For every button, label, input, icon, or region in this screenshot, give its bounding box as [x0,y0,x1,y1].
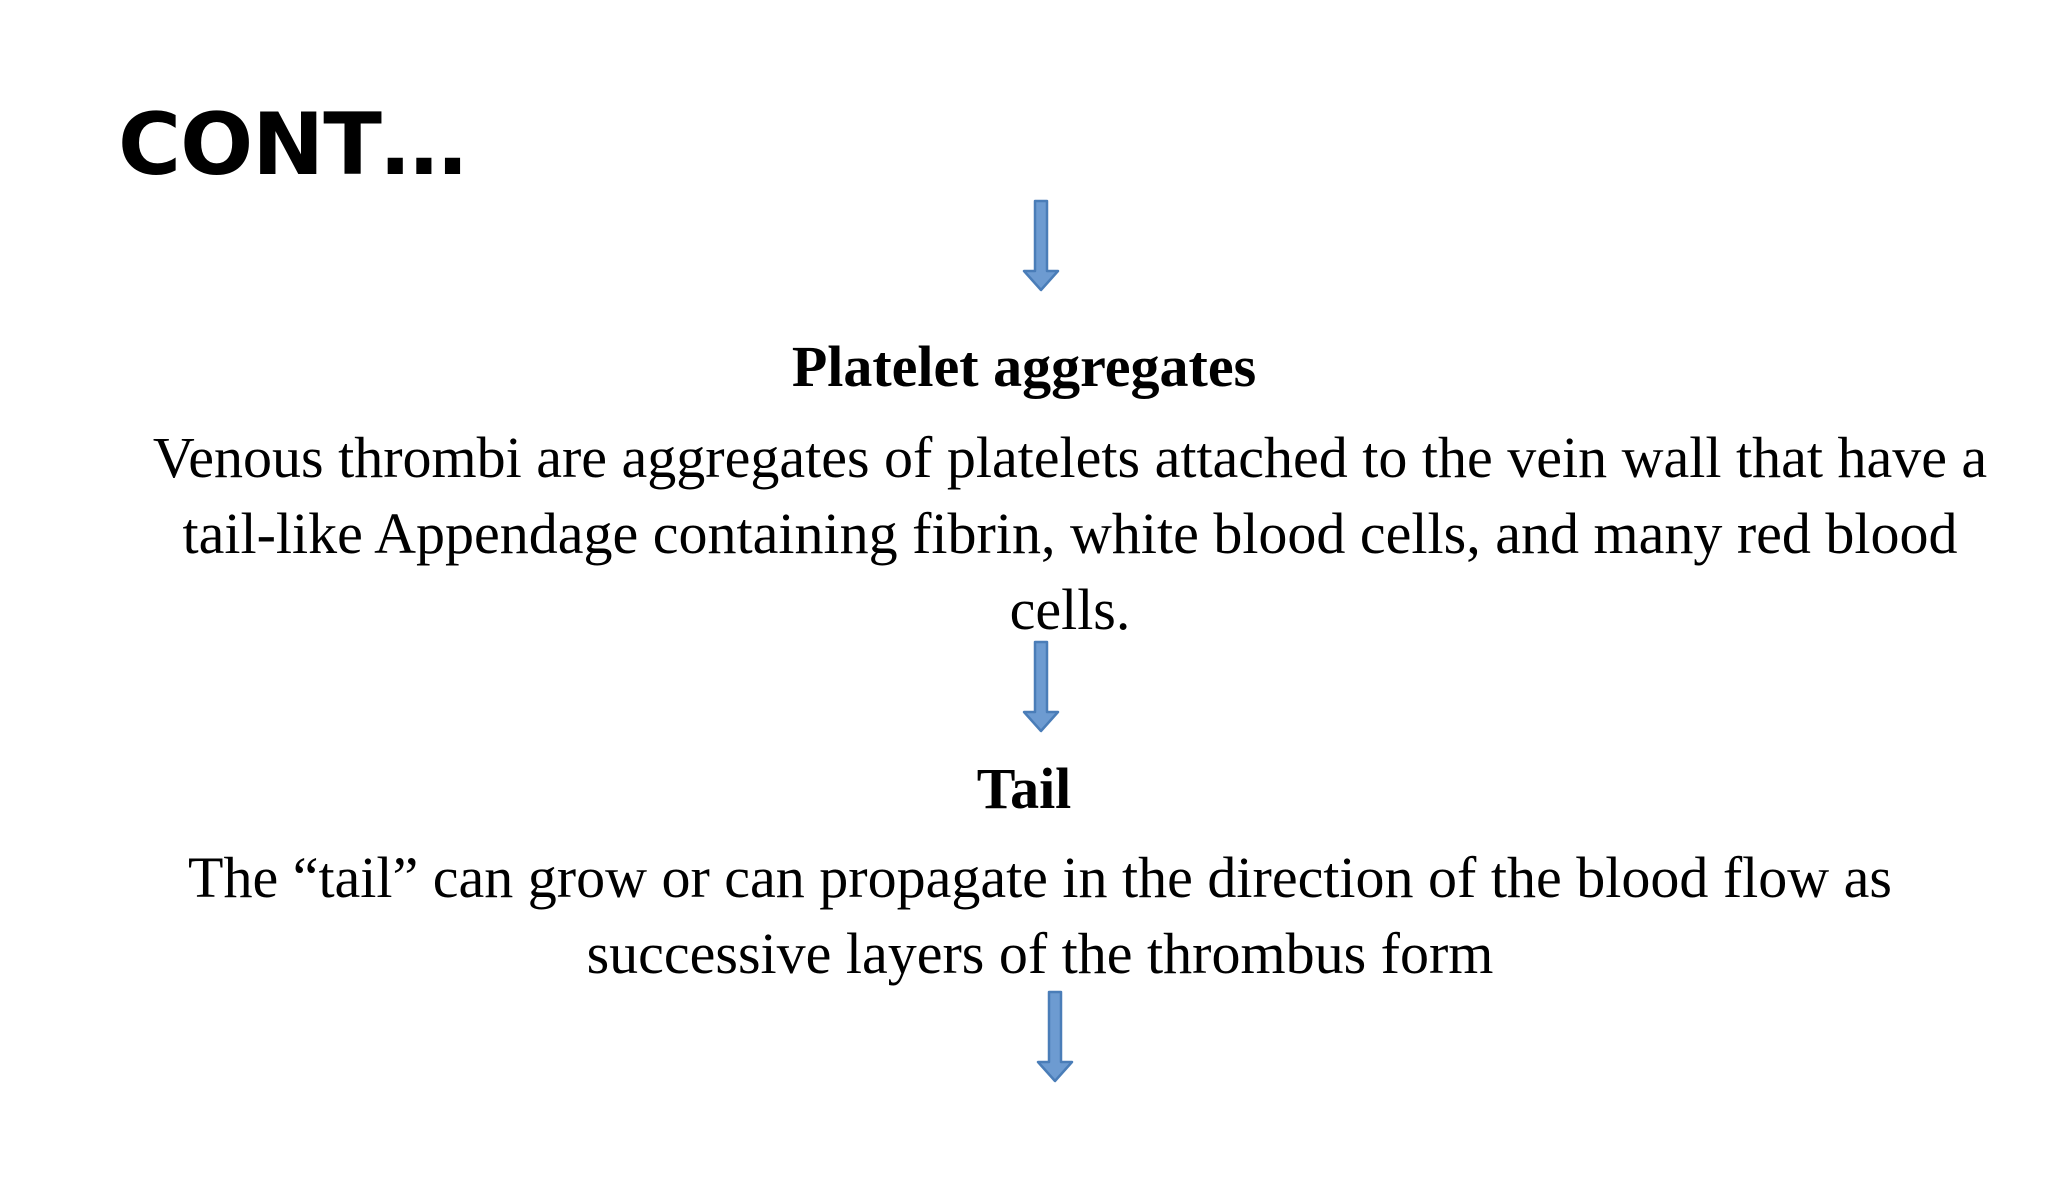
down-arrow-icon [1021,199,1061,293]
section-heading-platelet-aggregates: Platelet aggregates [791,334,1257,399]
section-text-tail: The “tail” can grow or can propagate in … [188,845,1892,986]
section-heading-tail: Tail [976,756,1072,821]
down-arrow-icon [1035,990,1075,1084]
slide-title: CONT… [118,95,467,195]
down-arrow-icon [1021,640,1061,734]
section-text-platelet-aggregates: Venous thrombi are aggregates of platele… [152,425,1988,642]
